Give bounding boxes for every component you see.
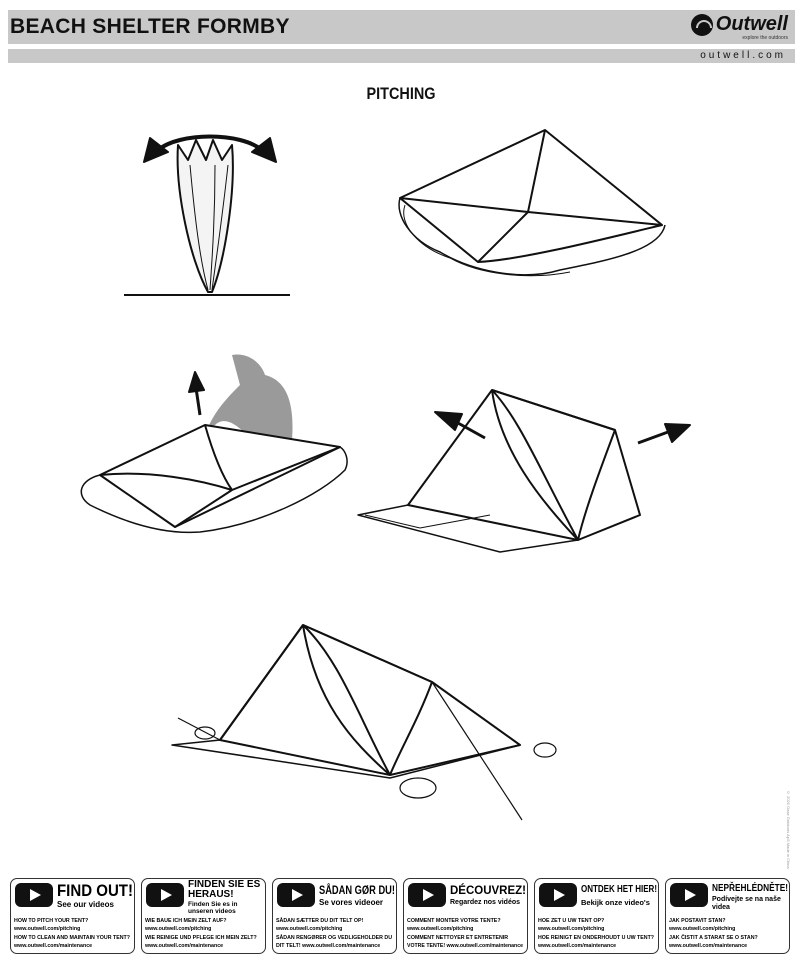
video-box-heading: FIND OUT! [57, 881, 133, 900]
play-icon[interactable] [146, 883, 184, 907]
video-box-sub: Finden Sie es in unseren videos [188, 901, 238, 915]
video-box-line[interactable]: www.outwell.com/pitching [276, 926, 343, 933]
video-box-line: WIE BAUE ICH MEIN ZELT AUF? [145, 918, 227, 924]
section-title: PITCHING [366, 84, 436, 103]
video-box-sub: See our videos [57, 900, 114, 909]
step-2-open-shelter [398, 129, 666, 277]
logo-tagline: explore the outdoors [742, 35, 788, 41]
video-box-fr[interactable]: DÉCOUVREZ! Regardez nos vidéos COMMENT M… [403, 878, 528, 954]
video-box-line[interactable]: www.outwell.com/maintenance [145, 943, 224, 950]
play-icon[interactable] [539, 883, 577, 907]
video-box-line[interactable]: www.outwell.com/maintenance [669, 943, 748, 950]
video-box-heading: NEPŘEHLÉDNĚTE! [712, 883, 788, 894]
video-box-line: SÅDAN SÆTTER DU DIT TELT OP! [276, 918, 364, 924]
video-box-sub: Regardez nos vidéos [450, 899, 521, 906]
video-box-cz[interactable]: NEPŘEHLÉDNĚTE! Podívejte se na naše vide… [665, 878, 790, 954]
video-box-line[interactable]: VOTRE TENTE! www.outwell.com/maintenance [407, 943, 523, 950]
pitching-illustrations [80, 129, 691, 821]
video-box-sub: Se vores videoer [319, 898, 384, 907]
video-box-line[interactable]: www.outwell.com/pitching [407, 926, 474, 933]
play-icon[interactable] [670, 883, 708, 907]
step-4-standing-shelter [357, 389, 691, 553]
video-box-line[interactable]: www.outwell.com/maintenance [538, 943, 617, 950]
video-box-line[interactable]: www.outwell.com/pitching [14, 926, 81, 933]
video-box-de[interactable]: FINDEN SIE ES HERAUS! Finden Sie es in u… [141, 878, 266, 954]
website-url: outwell.com [700, 50, 786, 61]
video-box-links: HOW TO PITCH YOUR TENT? www.outwell.com/p… [14, 917, 130, 951]
video-box-line[interactable]: www.outwell.com/maintenance [14, 943, 93, 950]
video-box-links: WIE BAUE ICH MEIN ZELT AUF? www.outwell.c… [145, 917, 257, 951]
play-icon[interactable] [15, 883, 53, 907]
website-strip [8, 49, 795, 63]
outwell-logo: Outwell explore the outdoors [690, 13, 788, 41]
video-box-line: JAK POSTAVIT STAN? [669, 918, 726, 924]
video-box-heading: DÉCOUVREZ! [450, 883, 526, 897]
video-box-line: HOW TO PITCH YOUR TENT? [14, 918, 89, 924]
video-box-line[interactable]: www.outwell.com/pitching [538, 926, 605, 933]
video-box-line: HOE ZET U UW TENT OP? [538, 918, 605, 924]
step-5-pegged-shelter [171, 624, 557, 821]
logo-text: Outwell [715, 13, 788, 35]
video-box-links: JAK POSTAVIT STAN? www.outwell.com/pitchi… [669, 917, 758, 951]
video-box-line: SÅDAN RENGØRER OG VEDLIGEHOLDER DU [276, 934, 392, 941]
video-box-heading: SÅDAN GØR DU! [319, 883, 395, 897]
video-box-heading: FINDEN SIE ES HERAUS! [188, 879, 261, 900]
video-box-heading: ONTDEK HET HIER! [581, 883, 657, 895]
header-bar [8, 10, 795, 44]
video-box-line: WIE REINIGE UND PFLEGE ICH MEIN ZELT? [145, 934, 257, 941]
video-box-line[interactable]: DIT TELT! www.outwell.com/maintenance [276, 943, 381, 950]
video-box-links: SÅDAN SÆTTER DU DIT TELT OP! www.outwell.… [276, 917, 393, 951]
video-box-line[interactable]: www.outwell.com/pitching [145, 926, 212, 933]
video-box-nl[interactable]: ONTDEK HET HIER! Bekijk onze video's HOE… [534, 878, 659, 954]
video-box-line: HOE REINIGT EN ONDERHOUDT U UW TENT? [538, 934, 654, 941]
page-title: BEACH SHELTER FORMBY [10, 15, 290, 38]
video-box-line: HOW TO CLEAN AND MAINTAIN YOUR TENT? [14, 934, 130, 941]
outwell-logo-icon [690, 13, 713, 36]
play-icon[interactable] [408, 883, 446, 907]
video-box-line[interactable]: www.outwell.com/pitching [669, 926, 736, 933]
video-box-links: HOE ZET U UW TENT OP? www.outwell.com/pit… [538, 917, 655, 951]
step-3-person-lifting [80, 354, 348, 534]
video-box-sub: Bekijk onze video's [581, 898, 650, 907]
video-box-line: COMMENT MONTER VOTRE TENTE? [407, 918, 501, 924]
person-silhouette [208, 354, 293, 445]
video-box-links: COMMENT MONTER VOTRE TENTE? www.outwell.c… [407, 917, 525, 951]
video-box-sub: Podívejte se na naše videa [712, 896, 781, 911]
video-box-en[interactable]: FIND OUT! See our videos HOW TO PITCH YO… [10, 878, 135, 954]
step-1-folded-shelter [124, 134, 290, 296]
side-note: © 2020 Oase Outdoors ApS Made in China [786, 790, 791, 869]
video-box-da[interactable]: SÅDAN GØR DU! Se vores videoer SÅDAN SÆT… [272, 878, 397, 954]
video-box-line: COMMENT NETTOYER ET ENTRETENIR [407, 934, 509, 941]
play-icon[interactable] [277, 883, 315, 907]
video-box-line: JAK ČISTIT A STARAT SE O STAN? [669, 934, 758, 941]
